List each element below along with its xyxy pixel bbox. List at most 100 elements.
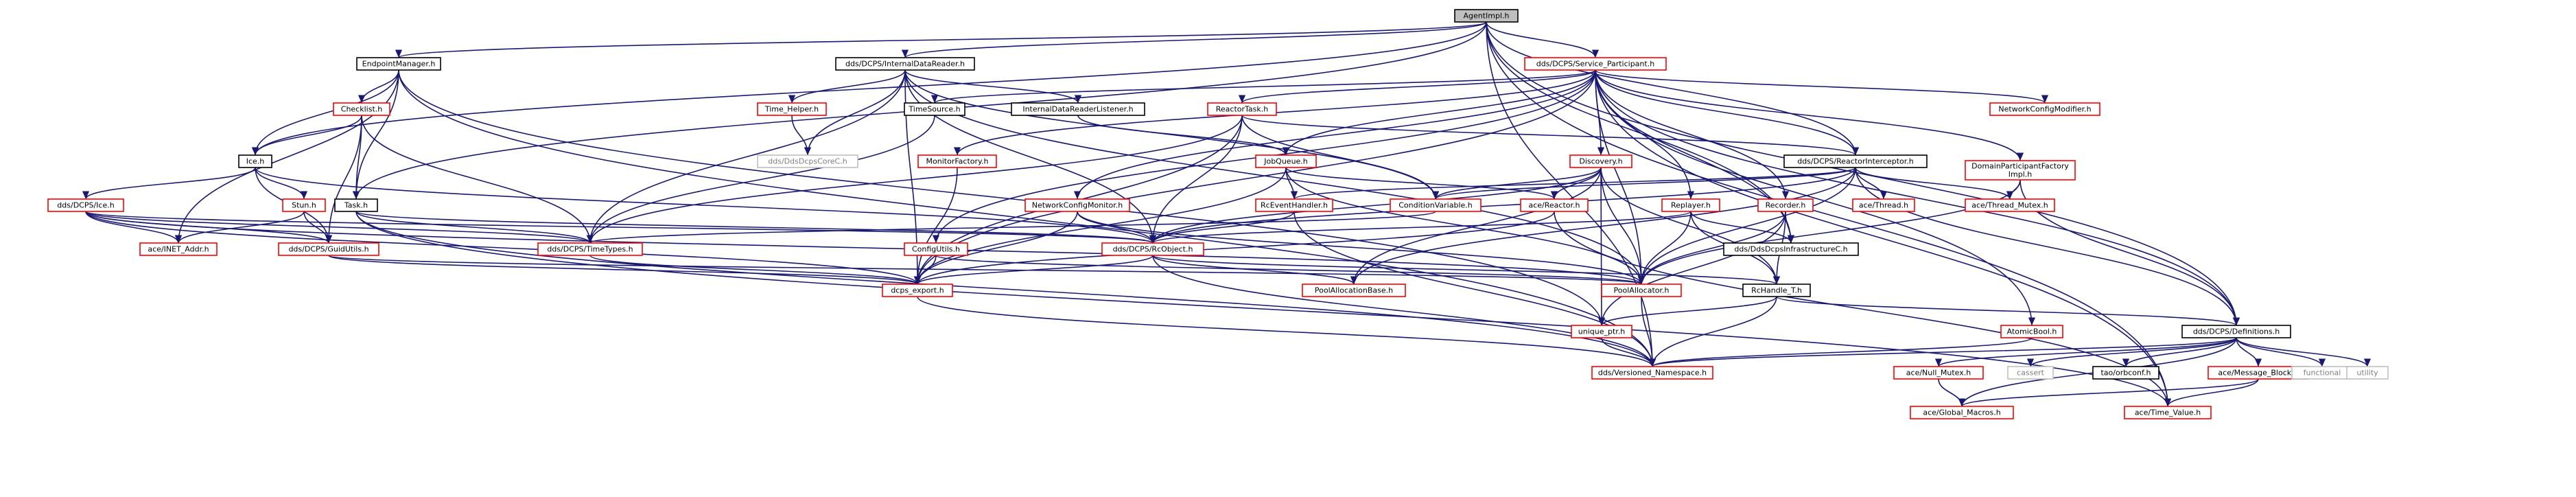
node-configutils[interactable]: ConfigUtils.h xyxy=(904,242,968,256)
node-ddsdcpsinfrastructurec[interactable]: dds/DdsDcpsInfrastructureC.h xyxy=(1723,242,1859,256)
node-endpointmanager[interactable]: EndpointManager.h xyxy=(356,57,441,71)
node-uniqueptr[interactable]: unique_ptr.h xyxy=(1571,325,1632,338)
include-edge-internaldatareader-to-poolallocator xyxy=(904,69,1646,285)
node-acethread[interactable]: ace/Thread.h xyxy=(1852,198,1915,212)
node-serviceparticipant[interactable]: dds/DCPS/Service_Participant.h xyxy=(1524,57,1667,71)
node-timesource[interactable]: TimeSource.h xyxy=(904,102,965,116)
include-edge-ddsice-to-poolallocator xyxy=(85,211,1645,285)
node-receventhandler[interactable]: RcEventHandler.h xyxy=(1255,198,1333,212)
node-internaldatareader[interactable]: dds/DCPS/InternalDataReader.h xyxy=(835,57,975,71)
node-timehelper[interactable]: Time_Helper.h xyxy=(757,102,827,116)
node-versionednamespace[interactable]: dds/Versioned_Namespace.h xyxy=(1591,366,1713,380)
node-box xyxy=(1965,160,2076,181)
include-edge-reactorinterceptor-to-rcobject xyxy=(1149,167,1856,244)
node-monitorfactory[interactable]: MonitorFactory.h xyxy=(917,154,997,168)
node-box xyxy=(1390,198,1482,212)
node-label: dds/DCPS/Ice.h xyxy=(57,201,114,210)
node-label: ConditionVariable.h xyxy=(1398,201,1473,210)
node-poolallocationbase[interactable]: PoolAllocationBase.h xyxy=(1302,284,1406,297)
node-acemessageblock[interactable]: ace/Message_Block.h xyxy=(2208,366,2309,380)
node-box xyxy=(1661,198,1720,212)
include-edge-endpointmanager-to-task xyxy=(352,69,399,200)
node-box xyxy=(537,242,643,256)
node-stun[interactable]: Stun.h xyxy=(282,198,326,212)
node-reactortask[interactable]: ReactorTask.h xyxy=(1207,102,1277,116)
include-edge-replayer-to-ddsdcpsinfrastructurec xyxy=(1690,211,1795,244)
node-ddsice[interactable]: dds/DCPS/Ice.h xyxy=(47,198,124,212)
node-box xyxy=(333,102,390,116)
node-box xyxy=(1601,284,1682,297)
node-box xyxy=(2346,366,2389,380)
include-edge-agentimpl-to-serviceparticipant xyxy=(1486,21,1600,58)
include-edge-domainparticipantfactory-to-poolallocator xyxy=(1637,179,2021,285)
node-label: Time_Helper.h xyxy=(764,105,819,114)
node-label: RcHandle_T.h xyxy=(1751,286,1802,295)
node-poolallocator[interactable]: PoolAllocator.h xyxy=(1601,284,1682,297)
include-edge-acemessageblock-to-acetimevalue xyxy=(2164,378,2259,407)
include-edge-discovery-to-rchandle xyxy=(1600,167,1781,285)
include-edge-poolallocator-to-versionednamespace xyxy=(1641,296,1656,367)
node-timetypes[interactable]: dds/DCPS/TimeTypes.h xyxy=(537,242,643,256)
node-conditionvariable[interactable]: ConditionVariable.h xyxy=(1390,198,1482,212)
node-box xyxy=(1101,242,1204,256)
include-edge-serviceparticipant-to-poolallocator xyxy=(1595,69,1646,285)
node-internaldatareaderlistener[interactable]: InternalDataReaderListener.h xyxy=(1011,102,1145,116)
node-checklist[interactable]: Checklist.h xyxy=(333,102,390,116)
include-edge-discovery-to-poolallocator xyxy=(1600,167,1646,285)
node-discovery[interactable]: Discovery.h xyxy=(1569,154,1632,168)
include-edge-reactorinterceptor-to-poolallocator xyxy=(1637,167,1856,285)
node-label: ReactorTask.h xyxy=(1216,105,1269,114)
node-label: MonitorFactory.h xyxy=(926,157,989,166)
node-label: dds/Versioned_Namespace.h xyxy=(1598,369,1707,378)
node-task[interactable]: Task.h xyxy=(334,198,378,212)
node-aceinetaddr[interactable]: ace/INET_Addr.h xyxy=(139,242,218,256)
include-edge-jobqueue-to-acereactor xyxy=(1285,167,1558,200)
node-box xyxy=(757,154,858,168)
node-guidutils[interactable]: dds/DCPS/GuidUtils.h xyxy=(278,242,379,256)
include-edge-reactortask-to-conditionvariable xyxy=(1241,115,1440,200)
node-acetimevalue[interactable]: ace/Time_Value.h xyxy=(2124,406,2212,419)
node-atomicbool[interactable]: AtomicBool.h xyxy=(2000,325,2063,338)
node-dcpsexport[interactable]: dcps_export.h xyxy=(882,284,953,297)
node-recorder[interactable]: Recorder.h xyxy=(1757,198,1814,212)
node-definitions[interactable]: dds/DCPS/Definitions.h xyxy=(2181,325,2291,338)
node-cassert: cassert xyxy=(2007,366,2054,380)
node-box xyxy=(1524,57,1667,71)
node-label: dds/DCPS/ReactorInterceptor.h xyxy=(1797,157,1914,166)
node-label: dds/DCPS/Service_Participant.h xyxy=(1536,60,1654,69)
node-label: dds/DCPS/RcObject.h xyxy=(1113,245,1193,254)
node-label: utility xyxy=(2356,369,2378,378)
node-replayer[interactable]: Replayer.h xyxy=(1661,198,1720,212)
include-edge-rcobject-to-versionednamespace xyxy=(1152,255,1656,367)
node-box xyxy=(882,284,953,297)
node-reactorinterceptor[interactable]: dds/DCPS/ReactorInterceptor.h xyxy=(1783,154,1928,168)
node-rchandle[interactable]: RcHandle_T.h xyxy=(1742,284,1811,297)
include-edge-checklist-to-timetypes xyxy=(361,115,594,244)
node-rcobject[interactable]: dds/DCPS/RcObject.h xyxy=(1101,242,1204,256)
node-label: InternalDataReaderListener.h xyxy=(1022,105,1133,114)
node-acenullmutex[interactable]: ace/Null_Mutex.h xyxy=(1893,366,1984,380)
node-aceglobalmacros[interactable]: ace/Global_Macros.h xyxy=(1910,406,2014,419)
node-label: ConfigUtils.h xyxy=(912,245,960,254)
node-label: dds/DCPS/InternalDataReader.h xyxy=(845,60,965,69)
include-edge-reactorinterceptor-to-acethreadmutex xyxy=(1855,167,2014,200)
node-networkconfigmonitor[interactable]: NetworkConfigMonitor.h xyxy=(1024,198,1130,212)
node-box xyxy=(1852,198,1915,212)
node-acethreadmutex[interactable]: ace/Thread_Mutex.h xyxy=(1965,198,2055,212)
node-networkconfigmodifier[interactable]: NetworkConfigModifier.h xyxy=(1989,102,2100,116)
include-edge-definitions-to-functional xyxy=(2236,337,2326,367)
node-box xyxy=(1591,366,1713,380)
node-ice[interactable]: Ice.h xyxy=(238,154,272,168)
include-edge-checklist-to-guidutils xyxy=(325,115,362,244)
include-edge-ddsice-to-dcpsexport xyxy=(85,211,921,285)
include-edge-ice-to-stun xyxy=(255,167,308,200)
node-jobqueue[interactable]: JobQueue.h xyxy=(1255,154,1317,168)
include-edge-task-to-versionednamespace xyxy=(355,211,1656,367)
node-taoorbconf[interactable]: tao/orbconf.h xyxy=(2092,366,2159,380)
node-box xyxy=(1571,325,1632,338)
include-edge-rcobject-to-rchandle xyxy=(1152,255,1780,285)
include-edge-receventhandler-to-rcobject xyxy=(1149,211,1295,244)
node-acereactor[interactable]: ace/Reactor.h xyxy=(1520,198,1589,212)
include-edge-checklist-to-ice xyxy=(251,115,362,156)
